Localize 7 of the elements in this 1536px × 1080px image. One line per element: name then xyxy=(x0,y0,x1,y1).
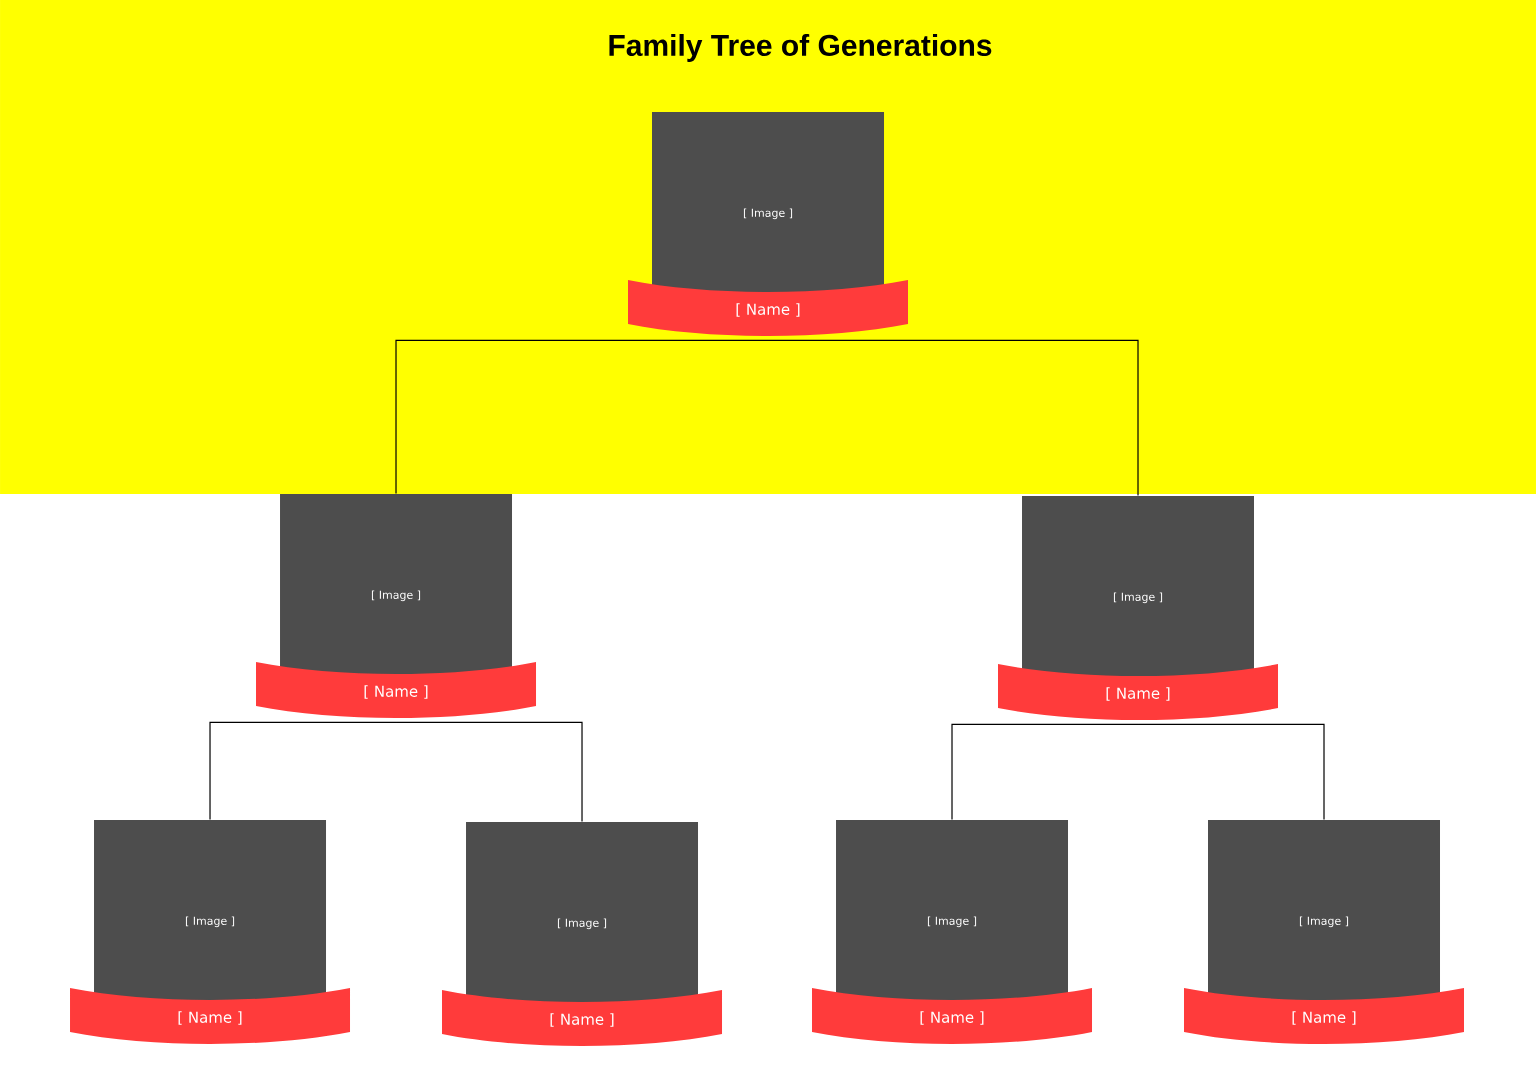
connector xyxy=(951,723,1139,821)
connector xyxy=(395,721,583,823)
title: Family Tree of Generations xyxy=(609,34,992,62)
connector xyxy=(209,721,397,821)
connector xyxy=(395,339,769,495)
connector xyxy=(1137,723,1325,821)
connector xyxy=(767,339,1139,497)
